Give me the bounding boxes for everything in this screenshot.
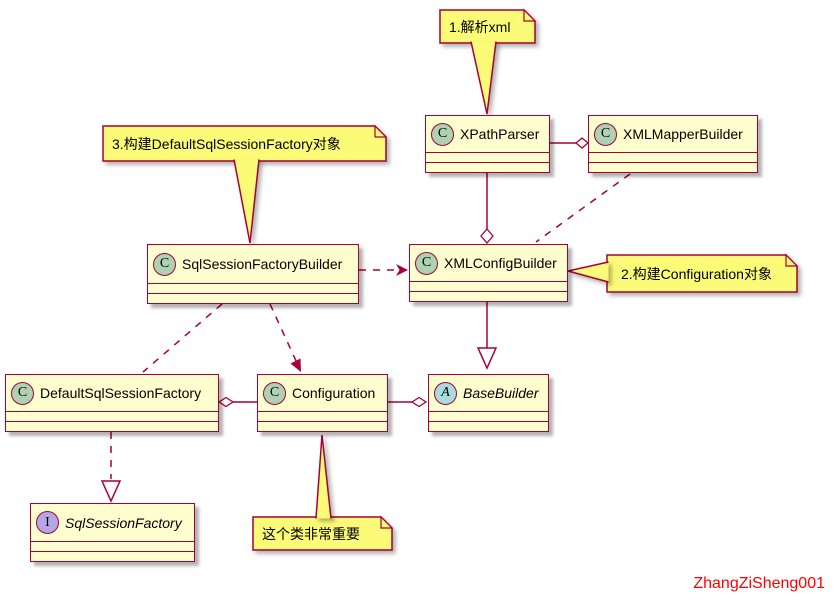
note-pointer-to-xpathparser — [470, 41, 497, 115]
class-name: XPathParser — [460, 126, 540, 142]
class-name: BaseBuilder — [463, 385, 539, 401]
class-title: C XPathParser — [426, 116, 549, 152]
class-xpathparser[interactable]: C XPathParser — [425, 115, 550, 173]
class-name: Configuration — [292, 385, 376, 401]
class-title: C XMLConfigBuilder — [410, 245, 567, 281]
note-fold-icon — [374, 124, 388, 138]
edge-xmlmapperbuilder-xmlconfigbuilder — [535, 173, 631, 243]
edge-sqlsessionfactorybuilder-defaultsqlsessionfactory — [142, 303, 223, 373]
note-fold-icon — [523, 8, 537, 22]
fields-compartment — [258, 411, 387, 421]
class-defaultsqlsessionfactory[interactable]: C DefaultSqlSessionFactory — [5, 374, 219, 432]
note-parse-xml-shape — [439, 8, 537, 44]
class-name: DefaultSqlSessionFactory — [40, 385, 202, 401]
class-title: C SqlSessionFactoryBuilder — [148, 245, 358, 283]
aggregation-diamond-icon — [217, 396, 235, 408]
class-name: XMLMapperBuilder — [623, 126, 743, 142]
class-name: XMLConfigBuilder — [444, 255, 557, 271]
note-build-config-shape — [606, 253, 799, 293]
class-sqlsessionfactorybuilder[interactable]: C SqlSessionFactoryBuilder — [147, 244, 359, 304]
note-pointer-to-configuration — [315, 434, 332, 519]
watermark-text: ZhangZiSheng001 — [693, 575, 825, 592]
class-basebuilder[interactable]: A BaseBuilder — [428, 374, 549, 432]
note-build-factory-shape — [102, 124, 388, 162]
class-xmlconfigbuilder[interactable]: C XMLConfigBuilder — [409, 244, 568, 302]
fields-compartment — [429, 411, 548, 421]
class-stereotype-icon: C — [431, 122, 454, 146]
interface-stereotype-icon: I — [36, 511, 59, 534]
fields-compartment — [31, 541, 194, 551]
fields-compartment — [148, 283, 358, 293]
note-pointer-to-sqlsessionfactorybuilder — [233, 159, 260, 244]
realization-triangle-icon — [100, 480, 122, 503]
class-name: SqlSessionFactoryBuilder — [182, 256, 343, 272]
methods-compartment — [31, 551, 194, 561]
aggregation-diamond-icon — [480, 228, 494, 244]
note-fold-icon — [785, 253, 799, 267]
fields-compartment — [410, 281, 567, 291]
dependency-arrowhead-icon — [396, 264, 408, 276]
note-pointer-to-xmlconfigbuilder — [567, 261, 609, 283]
methods-compartment — [426, 162, 549, 172]
aggregation-diamond-icon — [410, 396, 428, 408]
methods-compartment — [429, 421, 548, 431]
class-title: I SqlSessionFactory — [31, 504, 194, 541]
note-fold-icon — [380, 515, 394, 529]
class-xmlmapperbuilder[interactable]: C XMLMapperBuilder — [588, 115, 758, 173]
aggregation-diamond-icon — [574, 137, 590, 149]
methods-compartment — [148, 293, 358, 303]
abstract-stereotype-icon: A — [434, 381, 457, 405]
class-title: A BaseBuilder — [429, 375, 548, 411]
dependency-arrowhead-icon — [290, 358, 301, 372]
methods-compartment — [410, 291, 567, 301]
generalization-triangle-icon — [476, 347, 498, 370]
methods-compartment — [6, 421, 218, 431]
class-title: C Configuration — [258, 375, 387, 411]
class-title: C DefaultSqlSessionFactory — [6, 375, 218, 411]
class-stereotype-icon: C — [263, 381, 286, 405]
class-title: C XMLMapperBuilder — [589, 116, 757, 152]
fields-compartment — [6, 411, 218, 421]
class-stereotype-icon: C — [153, 252, 176, 276]
class-stereotype-icon: C — [11, 381, 34, 405]
interface-sqlsessionfactory[interactable]: I SqlSessionFactory — [30, 503, 195, 562]
methods-compartment — [258, 421, 387, 431]
edge-sqlsessionfactorybuilder-configuration — [269, 303, 298, 364]
class-stereotype-icon: C — [415, 251, 438, 275]
note-important-shape — [252, 515, 394, 551]
fields-compartment — [589, 152, 757, 162]
methods-compartment — [589, 162, 757, 172]
fields-compartment — [426, 152, 549, 162]
class-configuration[interactable]: C Configuration — [257, 374, 388, 432]
class-stereotype-icon: C — [594, 122, 617, 146]
class-name: SqlSessionFactory — [65, 514, 182, 531]
